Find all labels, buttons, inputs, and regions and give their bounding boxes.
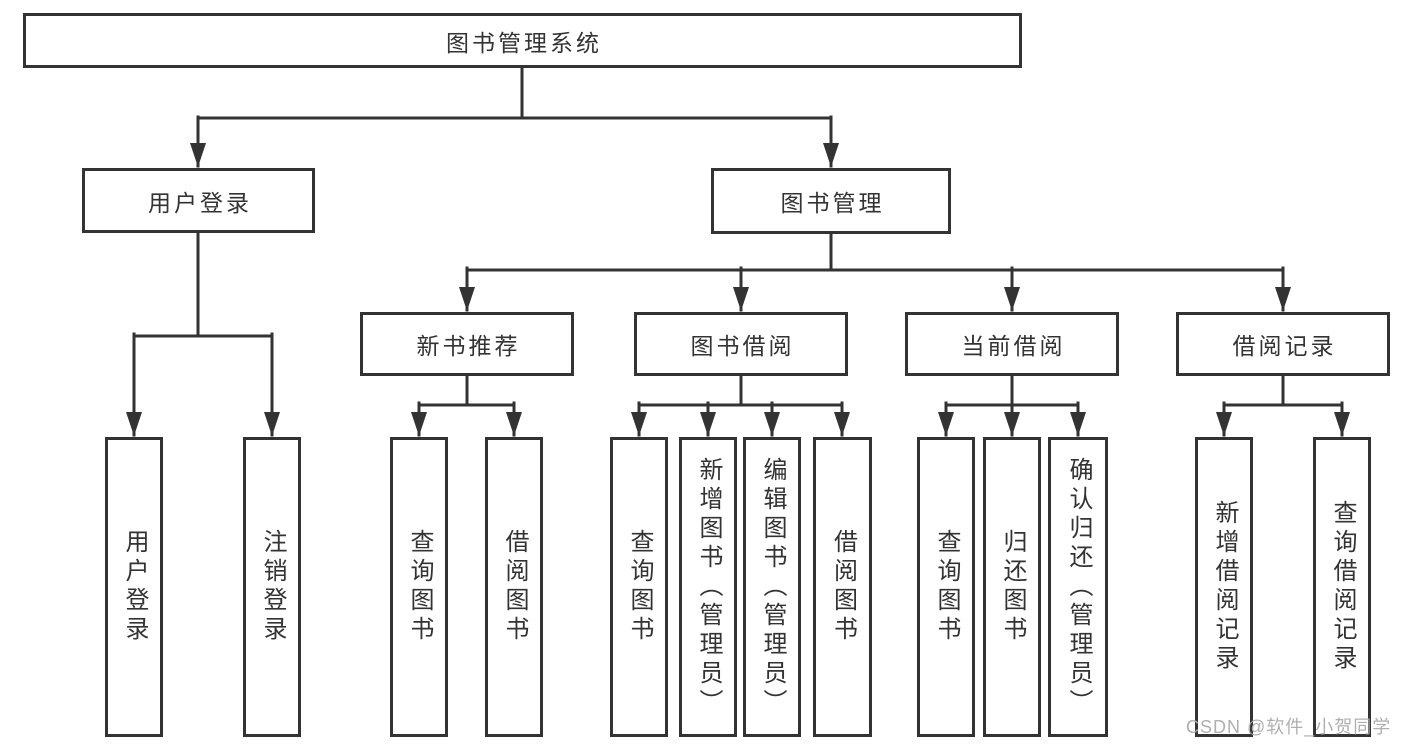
node-label: 编辑图书（管理员）	[759, 456, 786, 718]
node-leaf-query-books-current: 查询图书	[917, 437, 975, 737]
node-label: 图书管理	[780, 190, 885, 216]
node-book-borrowing: 图书借阅	[634, 312, 848, 376]
node-label: 借阅图书	[501, 529, 528, 645]
connector-root	[196, 66, 833, 120]
connector-current-borrowing	[944, 374, 1080, 407]
connector-user-login	[132, 231, 274, 338]
node-new-book-recommendation: 新书推荐	[360, 312, 574, 376]
connector-borrowing-records	[1222, 374, 1344, 407]
node-label: 借阅记录	[1232, 333, 1337, 359]
node-label: 查询图书	[626, 529, 653, 645]
node-leaf-query-borrow-record: 查询借阅记录	[1313, 437, 1371, 737]
node-label: 用户登录	[121, 529, 148, 645]
node-label: 新增图书（管理员）	[695, 456, 722, 718]
node-leaf-confirm-return-admin: 确认归还（管理员）	[1048, 437, 1108, 737]
node-leaf-edit-books-admin: 编辑图书（管理员）	[743, 437, 801, 737]
node-borrowing-records: 借阅记录	[1176, 312, 1390, 376]
node-leaf-logout: 注销登录	[243, 437, 301, 737]
csdn-watermark: CSDN @软件_小贺同学	[1186, 717, 1392, 737]
node-label: 新书推荐	[416, 333, 521, 359]
node-library-management-system: 图书管理系统	[23, 13, 1022, 68]
node-label: 图书管理系统	[446, 29, 602, 56]
node-leaf-user-login: 用户登录	[105, 437, 163, 737]
node-label: 借阅图书	[829, 529, 857, 645]
connector-new-book-rec	[417, 374, 516, 407]
node-label: 确认归还（管理员）	[1065, 456, 1092, 718]
node-leaf-query-books-borrow: 查询图书	[610, 437, 668, 737]
connector-book-management	[465, 232, 1285, 272]
node-leaf-add-books-admin: 新增图书（管理员）	[679, 437, 737, 737]
node-label: 查询图书	[406, 529, 433, 645]
node-leaf-borrow-books-rec: 借阅图书	[485, 437, 543, 737]
node-user-login: 用户登录	[82, 168, 315, 233]
connector-book-borrowing	[637, 374, 844, 407]
node-label: 归还图书	[999, 529, 1026, 645]
node-leaf-borrow-books-borrow: 借阅图书	[813, 437, 872, 737]
node-label: 图书借阅	[690, 333, 795, 359]
node-label: 当前借阅	[961, 333, 1066, 359]
node-label: 注销登录	[259, 529, 286, 645]
node-leaf-query-books-rec: 查询图书	[390, 437, 448, 737]
node-leaf-return-books: 归还图书	[983, 437, 1041, 737]
node-current-borrowing: 当前借阅	[905, 312, 1119, 376]
node-book-management: 图书管理	[711, 168, 951, 234]
node-label: 查询图书	[933, 529, 960, 645]
node-leaf-add-borrow-record: 新增借阅记录	[1195, 437, 1253, 737]
node-label: 新增借阅记录	[1211, 500, 1238, 674]
node-label: 用户登录	[148, 189, 252, 216]
node-label: 查询借阅记录	[1329, 500, 1356, 674]
